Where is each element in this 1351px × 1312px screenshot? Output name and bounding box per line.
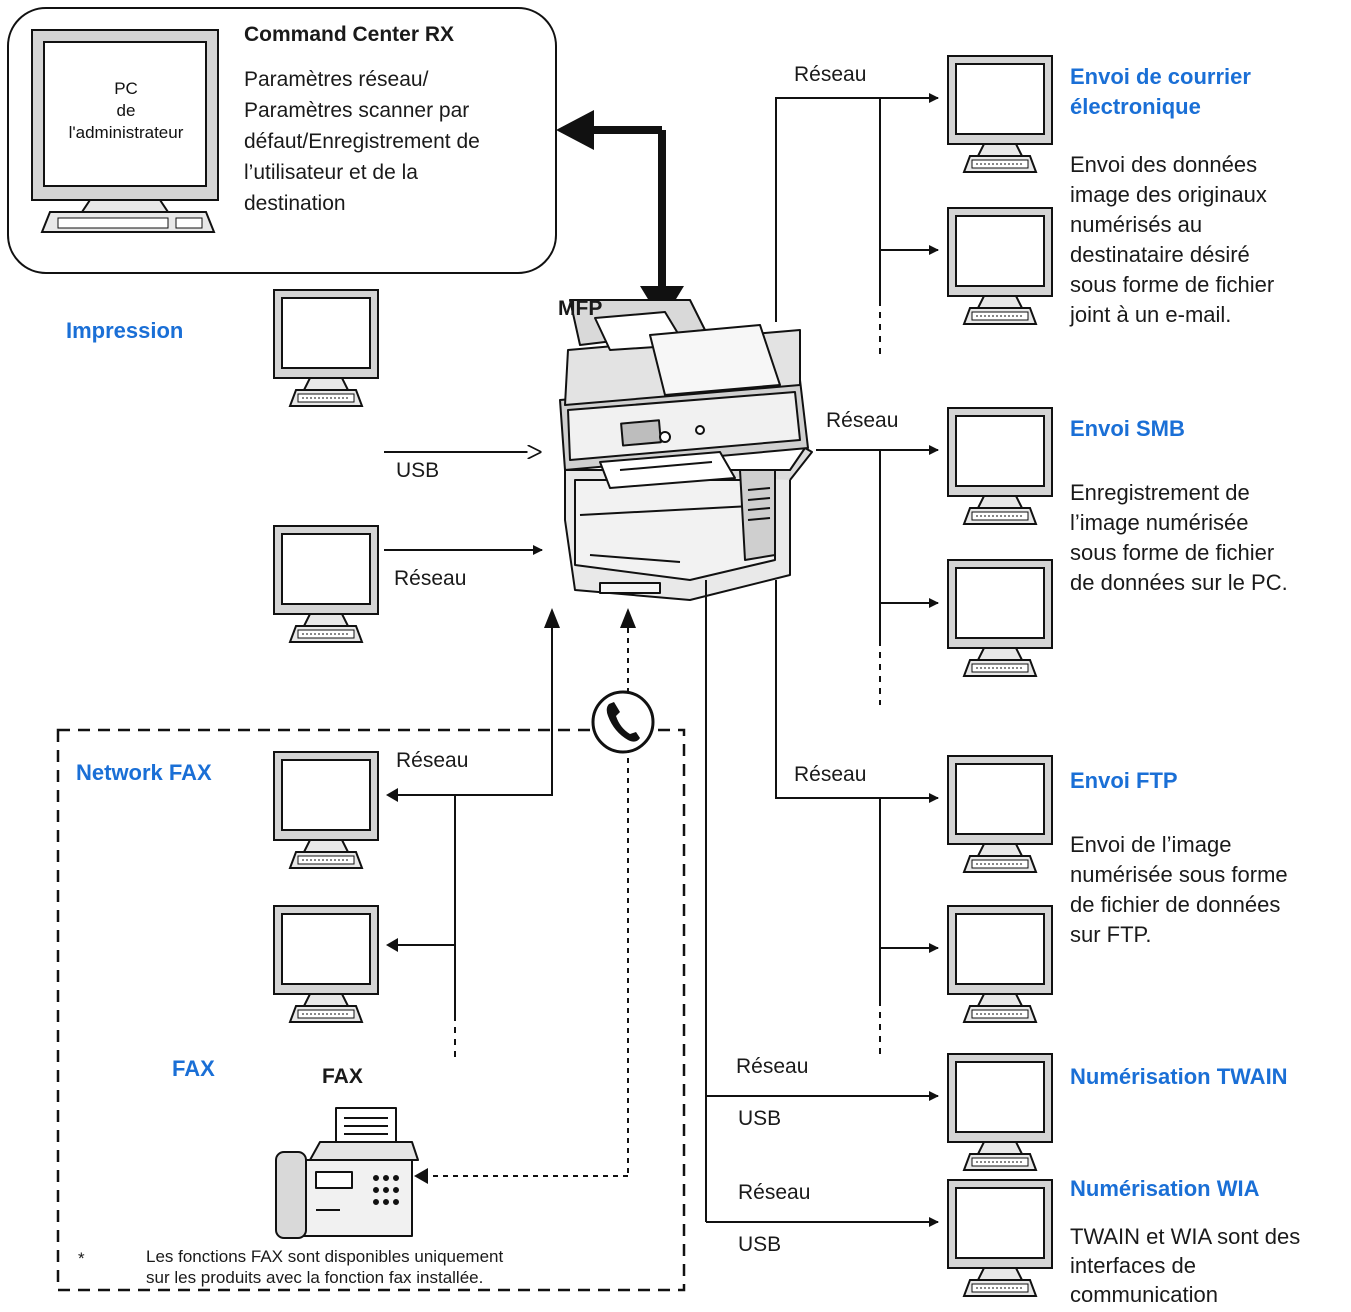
wia-title: Numérisation WIA — [1070, 1176, 1260, 1201]
email-network-label: Réseau — [794, 63, 867, 86]
fax-note: Les fonctions FAX sont disponibles uniqu… — [146, 1247, 504, 1287]
twain-usb-label: USB — [738, 1107, 782, 1130]
smb-pc-icon-2 — [947, 559, 1053, 677]
print-network-pc-icon — [273, 525, 379, 643]
fax-device-label: FAX — [322, 1065, 363, 1088]
fax-machine-icon — [275, 1107, 419, 1239]
wia-usb-label: USB — [738, 1233, 782, 1256]
network-fax-pc-icon-2 — [273, 905, 379, 1023]
email-description: Envoi des données image des originaux nu… — [1070, 152, 1275, 327]
network-fax-line — [390, 628, 553, 796]
impression-network-label: Réseau — [394, 567, 467, 590]
smb-network-label: Réseau — [826, 409, 899, 432]
ftp-title: Envoi FTP — [1070, 768, 1178, 793]
ftp-network-line — [775, 580, 939, 803]
fax-dashed-box — [56, 728, 686, 1292]
email-pc-icon-2 — [947, 207, 1053, 325]
mfp-device-icon — [559, 299, 813, 601]
mfp-label: MFP — [558, 297, 603, 320]
wia-network-label: Réseau — [738, 1181, 811, 1204]
admin-pc-label: PC de l'administrateur — [68, 79, 184, 142]
smb-pc-icon-1 — [947, 407, 1053, 525]
email-network-line — [775, 93, 939, 322]
phone-icon — [591, 690, 655, 754]
smb-title: Envoi SMB — [1070, 416, 1185, 441]
wia-description: TWAIN et WIA sont des interfaces de comm… — [1070, 1224, 1301, 1307]
email-title: Envoi de courrier électronique — [1070, 64, 1251, 119]
impression-title: Impression — [66, 318, 184, 343]
email-pc-icon-1 — [947, 55, 1053, 173]
cc-arrowhead-left — [556, 110, 594, 150]
ftp-description: Envoi de l’image numérisée sous forme de… — [1070, 832, 1288, 947]
network-fax-title: Network FAX — [76, 760, 212, 785]
command-center-description: Paramètres réseau/ Paramètres scanner pa… — [244, 68, 480, 215]
twain-pc-icon — [947, 1053, 1053, 1171]
network-fax-pc-icon-1 — [273, 751, 379, 869]
admin-pc-icon — [31, 29, 219, 233]
print-usb-pc-icon — [273, 289, 379, 407]
wia-pc-icon — [947, 1179, 1053, 1297]
impression-usb-label: USB — [396, 459, 440, 482]
fax-title: FAX — [172, 1056, 215, 1081]
twain-title: Numérisation TWAIN — [1070, 1064, 1288, 1089]
fax-note-marker: * — [78, 1249, 85, 1268]
command-center-title: Command Center RX — [244, 23, 455, 46]
twain-network-label: Réseau — [736, 1055, 809, 1078]
network-fax-network-label: Réseau — [396, 749, 469, 772]
ftp-pc-icon-1 — [947, 755, 1053, 873]
ftp-pc-icon-2 — [947, 905, 1053, 1023]
ftp-network-label: Réseau — [794, 763, 867, 786]
smb-description: Enregistrement de l’image numérisée sous… — [1070, 480, 1288, 595]
